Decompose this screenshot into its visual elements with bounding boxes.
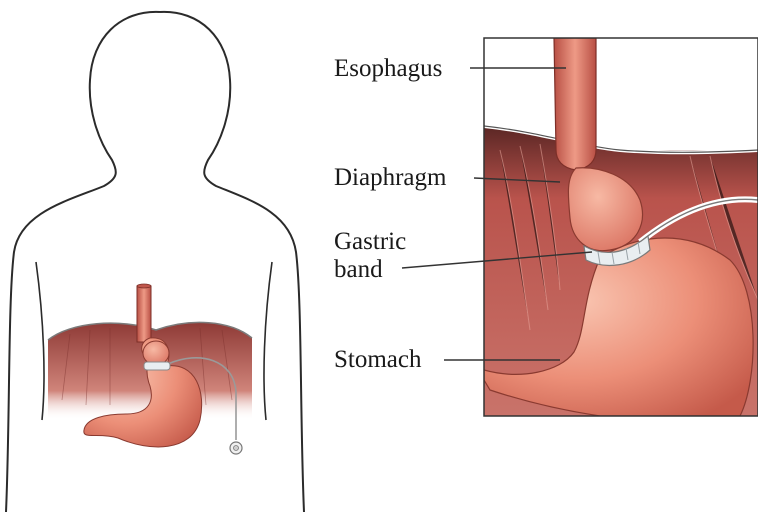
label-esophagus: Esophagus bbox=[334, 55, 442, 83]
label-gastric-band-line1: Gastric bbox=[334, 228, 406, 256]
esophagus-small bbox=[137, 284, 151, 342]
label-diaphragm: Diaphragm bbox=[334, 164, 446, 192]
label-gastric-band-line2: band bbox=[334, 256, 383, 284]
label-stomach: Stomach bbox=[334, 346, 422, 374]
